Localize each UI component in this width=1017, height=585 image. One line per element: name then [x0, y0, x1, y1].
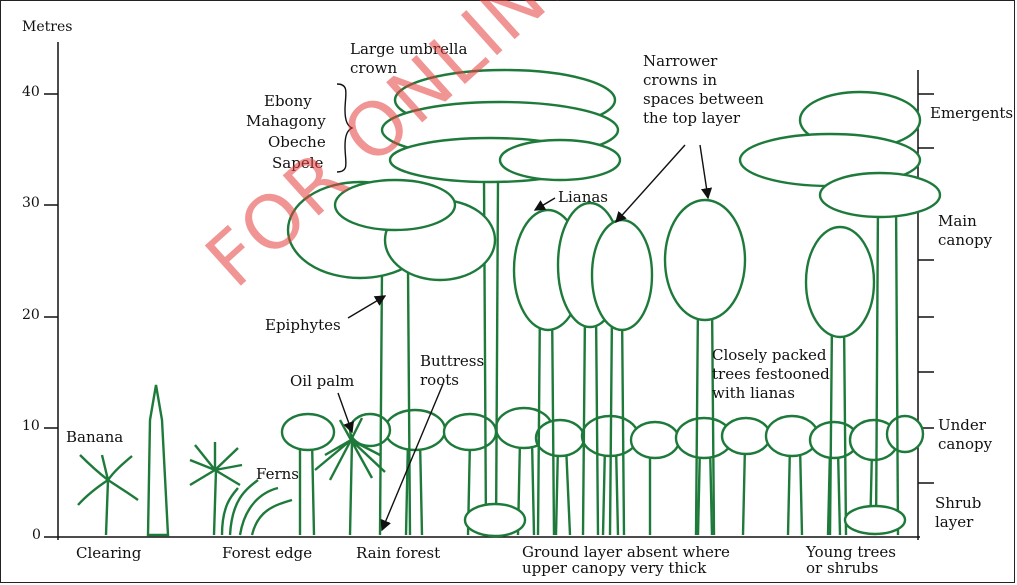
- tick-40: 40: [22, 84, 40, 100]
- liana-tree-cluster: [514, 203, 652, 535]
- lianas-label: Lianas: [558, 188, 608, 207]
- narrower-crowns-label: Narrower crowns in spaces between the to…: [643, 52, 764, 128]
- oil-palm-label: Oil palm: [290, 372, 354, 391]
- ferns-label: Ferns: [256, 465, 299, 484]
- axis-unit-label: Metres: [22, 18, 72, 37]
- ferns: [190, 442, 292, 535]
- epiphytes-label: Epiphytes: [265, 316, 341, 335]
- tick-20: 20: [22, 307, 40, 323]
- banana-plant: [78, 455, 138, 535]
- clearing-stump: [148, 385, 168, 535]
- banana-label: Banana: [66, 428, 123, 447]
- layer-shrub: Shrub layer: [935, 494, 981, 532]
- tick-10: 10: [22, 418, 40, 434]
- buttress-roots-label: Buttress roots: [420, 352, 484, 390]
- zone-ground-layer: Ground layer absent where upper canopy v…: [522, 544, 730, 576]
- zone-young-trees: Young trees or shrubs: [806, 544, 896, 576]
- right-axis: [918, 70, 934, 540]
- left-axis: [44, 42, 58, 540]
- zone-clearing: Clearing: [76, 544, 141, 563]
- layer-under-canopy: Under canopy: [938, 416, 992, 454]
- zone-forest-edge: Forest edge: [222, 544, 312, 563]
- zone-rain-forest: Rain forest: [356, 544, 440, 563]
- vegetation: [78, 70, 940, 536]
- layer-main-canopy: Main canopy: [938, 212, 992, 250]
- species-ebony: Ebony: [264, 92, 312, 111]
- closely-packed-label: Closely packed trees festooned with lian…: [712, 346, 830, 403]
- tick-30: 30: [22, 195, 40, 211]
- tick-0: 0: [32, 527, 41, 543]
- layer-emergents: Emergents: [930, 104, 1013, 123]
- under-canopy-trees: [282, 408, 923, 535]
